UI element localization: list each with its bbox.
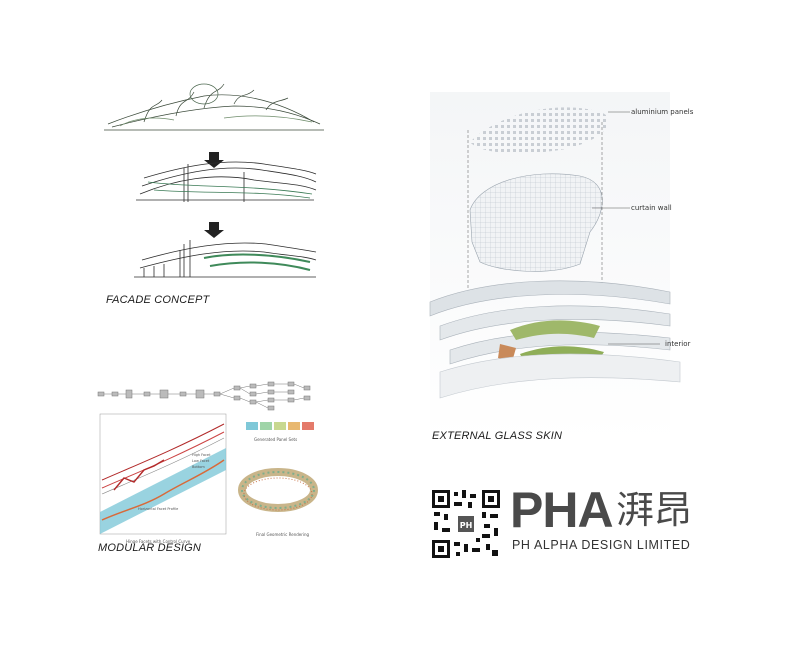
external-glass-skin-panel: aluminium panels curtain wall interior E… [380, 82, 710, 442]
interior-label: interior [665, 340, 691, 348]
brand-chinese-name: 湃昂 [616, 488, 693, 532]
chart-label-low: Low Facet [192, 459, 210, 463]
node-graph [97, 381, 311, 411]
curtain-wall-layer [469, 173, 603, 272]
down-arrow-icon [204, 222, 224, 238]
chart-label-bottom: Bottom [192, 465, 205, 469]
building-sketch-2 [134, 240, 317, 278]
legend-title: Generated Panel Sets [254, 437, 297, 442]
modular-design-panel: High Facet Low Facet Bottom Horizontal F… [84, 370, 334, 575]
aluminium-panels-label: aluminium panels [631, 108, 694, 116]
chart-label-high: High Facet [192, 453, 211, 457]
building-sketch-1 [136, 161, 317, 202]
down-arrow-icon [204, 152, 224, 168]
company-logo-block: PH PHA 湃昂 PH ALPHA DESIGN LIMITED [420, 480, 710, 560]
qr-badge: PH [460, 521, 473, 530]
facade-concept-caption: FACADE CONCEPT [106, 294, 210, 306]
rendering-caption: Final Geometric Rendering [256, 532, 310, 537]
modular-design-caption: MODULAR DESIGN [98, 542, 202, 554]
ring-rendering [238, 468, 318, 512]
qr-code-icon: PH [430, 488, 502, 560]
band-label: Horizontal Facet Profile [138, 507, 178, 511]
company-name: PH ALPHA DESIGN LIMITED [512, 538, 691, 552]
chart-caption: Hinge Facets with Control Curve [126, 539, 191, 544]
legend-swatch [274, 422, 286, 430]
interior-layer [429, 280, 681, 399]
brand-wordmark: PHA [510, 482, 614, 538]
legend-swatch [302, 422, 314, 430]
legend-swatch [288, 422, 300, 430]
curtain-wall-label: curtain wall [631, 204, 672, 212]
exploded-axonometric: aluminium panels curtain wall interior [429, 92, 694, 442]
panel-color-legend [246, 422, 314, 430]
facade-sketches [104, 83, 324, 278]
modular-diagrams: High Facet Low Facet Bottom Horizontal F… [97, 381, 318, 544]
control-curve-chart [99, 413, 227, 535]
landscape-sketch [104, 83, 324, 131]
aluminium-panels-layer [470, 107, 609, 154]
legend-swatch [260, 422, 272, 430]
external-glass-skin-caption: EXTERNAL GLASS SKIN [432, 430, 563, 442]
legend-swatch [246, 422, 258, 430]
facade-concept-panel: FACADE CONCEPT [84, 72, 342, 312]
